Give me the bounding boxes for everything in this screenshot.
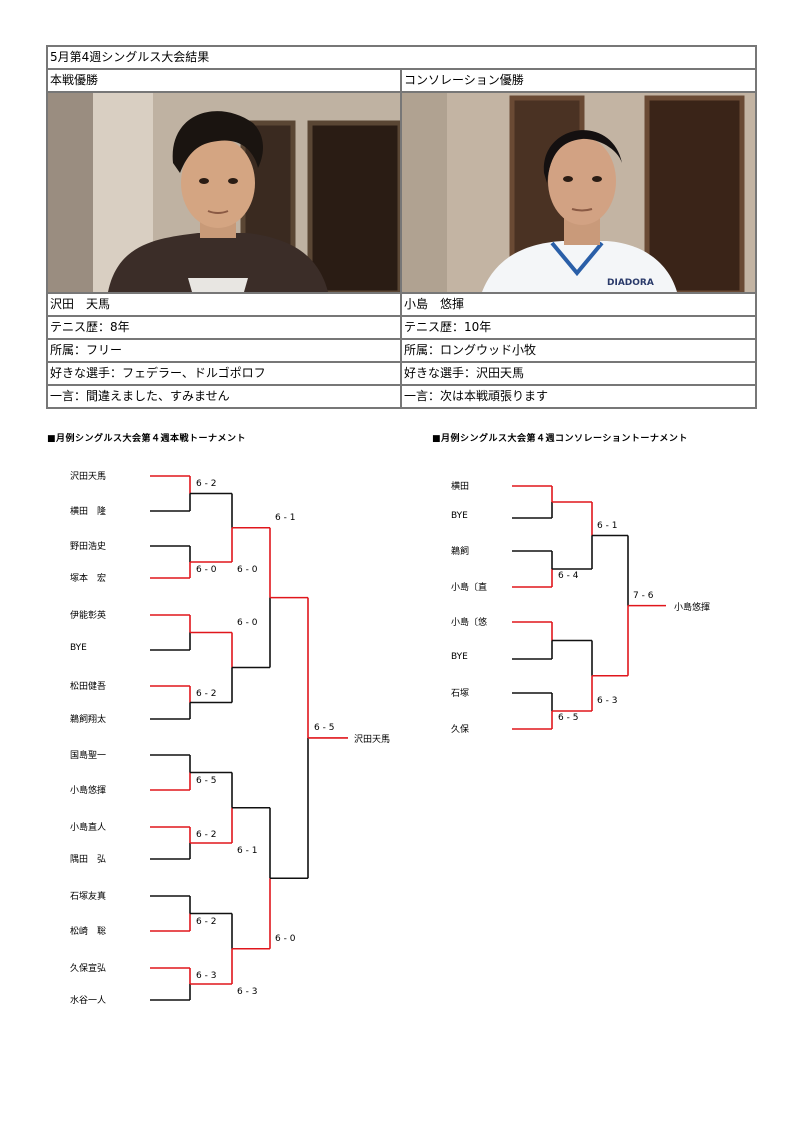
consolation-player-name: 小島〔直 — [451, 583, 488, 593]
main-player-name: 久保宣弘 — [70, 964, 107, 974]
consolation-player-name: 鵜飼 — [451, 547, 470, 557]
main-r2-score: 6 - 0 — [237, 617, 258, 628]
main-player-name: 石塚友真 — [70, 892, 107, 902]
consolation-champion-name: 小島悠揮 — [674, 602, 711, 613]
main-r1-score: 6 - 2 — [196, 479, 217, 489]
main-player-name: 伊能彰英 — [70, 611, 107, 621]
main-winner-header: 本戦優勝 — [46, 68, 402, 93]
consolation-bracket-title: ■月例シングルス大会第４週コンソレーショントーナメント — [432, 434, 688, 444]
consolation-player-name: 石塚 — [451, 689, 470, 699]
consolation-winner-name: 小島 悠揮 — [400, 292, 757, 317]
consolation-winner-favorite: 好きな選手：沢田天馬 — [400, 361, 757, 386]
consolation-winner-affiliation: 所属：ロングウッド小牧 — [400, 338, 757, 363]
main-player-name: 隅田 弘 — [70, 855, 107, 865]
consolation-player-name: BYE — [451, 652, 468, 662]
main-player-name: 鵜飼翔太 — [70, 715, 107, 725]
main-r2-score: 6 - 1 — [237, 846, 258, 856]
main-r3-score: 6 - 0 — [275, 933, 296, 944]
consolation-player-name: BYE — [451, 511, 468, 521]
main-player-name: 水谷一人 — [70, 996, 107, 1006]
main-player-name: 小島直人 — [70, 823, 107, 833]
main-player-name: BYE — [70, 643, 87, 653]
main-player-name: 塚本 宏 — [70, 574, 107, 584]
consolation-winner-photo: DIADORA — [403, 94, 754, 291]
consolation-winner-photo-cell: DIADORA — [400, 91, 757, 294]
main-r2-score: 6 - 0 — [237, 565, 258, 575]
main-player-name: 横田 隆 — [70, 507, 107, 517]
main-player-name: 野田浩史 — [70, 542, 107, 552]
main-final-score: 6 - 5 — [314, 722, 335, 733]
main-r1-score: 6 - 3 — [196, 971, 217, 981]
consolation-player-name: 久保 — [451, 725, 470, 735]
consolation-r2-score: 6 - 1 — [597, 520, 618, 531]
results-table: 5月第4週シングルス大会結果 本戦優勝 コンソレーション優勝 — [46, 45, 757, 409]
main-bracket-title: ■月例シングルス大会第４週本戦トーナメント — [47, 434, 247, 444]
main-player-name: 沢田天馬 — [70, 472, 107, 482]
consolation-winner-history: テニス歴：10年 — [400, 315, 757, 340]
main-winner-photo-cell — [46, 91, 402, 294]
main-r3-score: 6 - 1 — [275, 512, 296, 523]
main-r2-score: 6 - 3 — [237, 987, 258, 997]
main-winner-photo — [49, 94, 399, 291]
consolation-player-name: 小島〔悠 — [451, 618, 488, 628]
consolation-winner-comment: 一言：次は本戦頑張ります — [400, 384, 757, 409]
main-winner-affiliation: 所属：フリー — [46, 338, 402, 363]
consolation-r2-score: 6 - 3 — [597, 696, 618, 706]
main-player-name: 松田健吾 — [70, 682, 107, 692]
main-winner-favorite: 好きな選手：フェデラー、ドルゴポロフ — [46, 361, 402, 386]
main-winner-name: 沢田 天馬 — [46, 292, 402, 317]
main-player-name: 松崎 聡 — [70, 927, 107, 937]
main-r1-score: 6 - 2 — [196, 830, 217, 840]
main-r1-score: 6 - 2 — [196, 689, 217, 699]
consolation-r1-score: 6 - 5 — [558, 713, 579, 723]
main-winner-history: テニス歴：8年 — [46, 315, 402, 340]
main-champion-name: 沢田天馬 — [354, 734, 391, 745]
consolation-winner-header: コンソレーション優勝 — [400, 68, 757, 93]
shirt-logo-text: DIADORA — [607, 278, 654, 288]
results-title: 5月第4週シングルス大会結果 — [46, 45, 757, 70]
main-player-name: 国島聖一 — [70, 751, 107, 761]
consolation-r1-score: 6 - 4 — [558, 571, 579, 581]
consolation-player-name: 横田 — [451, 482, 470, 492]
main-r1-score: 6 - 0 — [196, 565, 217, 575]
main-r1-score: 6 - 5 — [196, 775, 217, 786]
main-winner-comment: 一言：間違えました、すみません — [46, 384, 402, 409]
consolation-final-score: 7 - 6 — [633, 590, 654, 601]
main-r1-score: 6 - 2 — [196, 916, 217, 927]
main-player-name: 小島悠揮 — [70, 786, 107, 796]
